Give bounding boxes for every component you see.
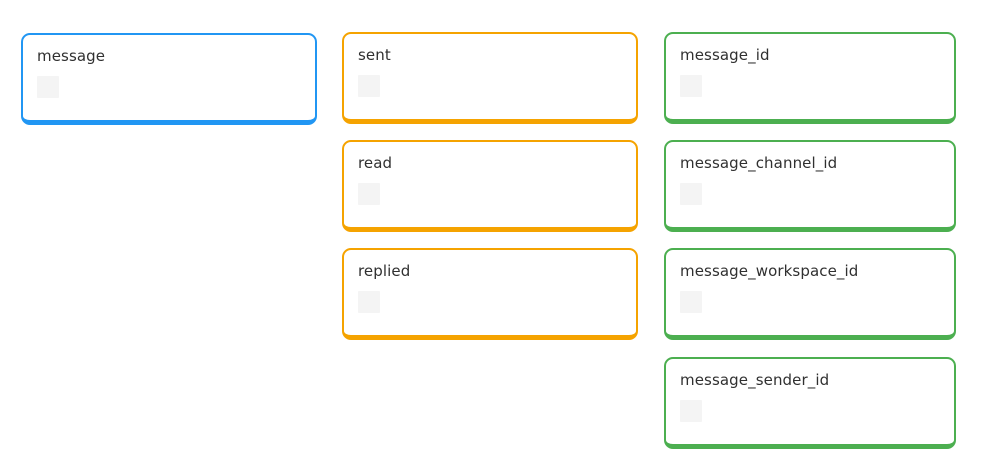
event-card-read[interactable]: read bbox=[342, 140, 638, 232]
card-label: message_sender_id bbox=[680, 371, 830, 389]
card-label: replied bbox=[358, 262, 411, 280]
card-label: message_id bbox=[680, 46, 770, 64]
placeholder-square-icon bbox=[680, 183, 702, 205]
card-label: sent bbox=[358, 46, 391, 64]
placeholder-square-icon bbox=[680, 291, 702, 313]
entity-card-message[interactable]: message bbox=[21, 33, 317, 125]
field-card-message-sender-id[interactable]: message_sender_id bbox=[664, 357, 956, 449]
field-card-message-channel-id[interactable]: message_channel_id bbox=[664, 140, 956, 232]
card-label: message_channel_id bbox=[680, 154, 838, 172]
field-card-message-workspace-id[interactable]: message_workspace_id bbox=[664, 248, 956, 340]
card-label: read bbox=[358, 154, 393, 172]
placeholder-square-icon bbox=[37, 76, 59, 98]
placeholder-square-icon bbox=[680, 75, 702, 97]
field-card-message-id[interactable]: message_id bbox=[664, 32, 956, 124]
placeholder-square-icon bbox=[358, 183, 380, 205]
card-label: message_workspace_id bbox=[680, 262, 859, 280]
placeholder-square-icon bbox=[680, 400, 702, 422]
placeholder-square-icon bbox=[358, 291, 380, 313]
diagram-canvas: message sent read replied message_id mes… bbox=[21, 32, 956, 449]
event-card-sent[interactable]: sent bbox=[342, 32, 638, 124]
event-card-replied[interactable]: replied bbox=[342, 248, 638, 340]
placeholder-square-icon bbox=[358, 75, 380, 97]
card-label: message bbox=[37, 47, 106, 65]
